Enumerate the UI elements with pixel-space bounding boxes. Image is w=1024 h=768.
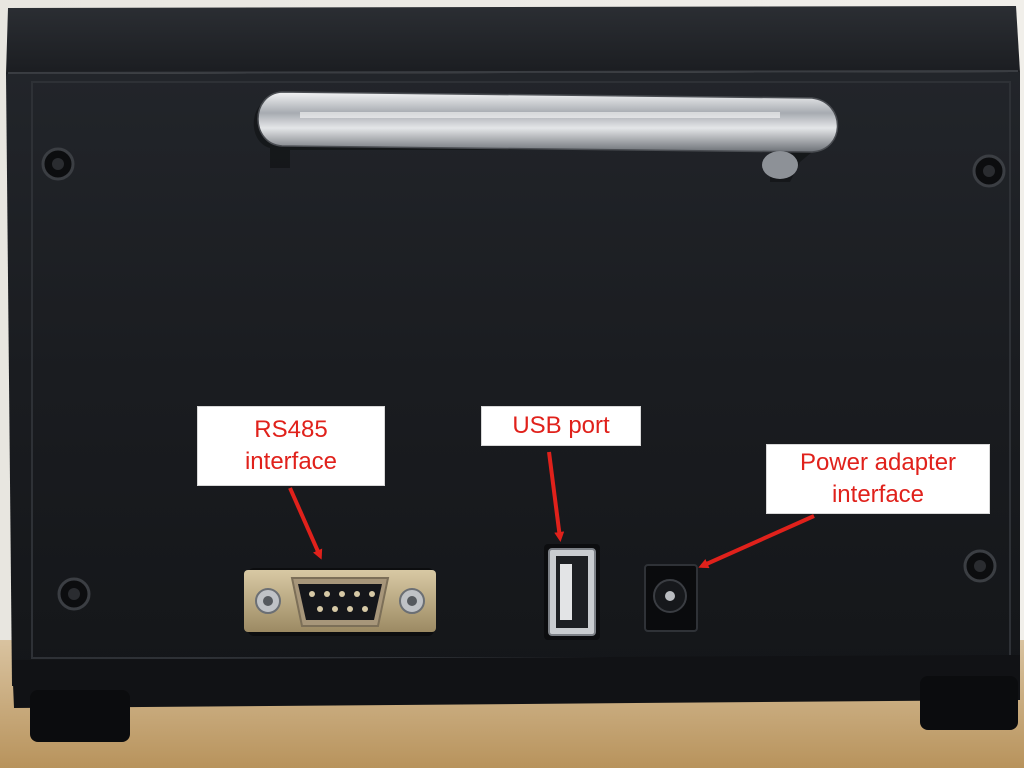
usb-label-line1: USB port bbox=[512, 412, 610, 439]
rs485-arrow bbox=[288, 487, 323, 560]
usb-a-port-icon bbox=[544, 544, 600, 640]
rs485-label-line1: RS485 bbox=[254, 416, 328, 443]
screw-icon bbox=[41, 147, 75, 181]
db9-serial-connector-icon bbox=[244, 568, 436, 636]
enclosure-top bbox=[6, 6, 1020, 74]
usb-arrow bbox=[547, 451, 565, 542]
screw-icon bbox=[972, 154, 1006, 188]
power-label-line1: Power adapter bbox=[799, 449, 957, 476]
foot-left bbox=[30, 690, 130, 742]
usb-port-label: USB port bbox=[481, 406, 641, 446]
foot-right bbox=[920, 676, 1018, 730]
power-label-line2: interface bbox=[831, 481, 925, 508]
dc-barrel-jack-icon bbox=[644, 564, 698, 632]
power-adapter-interface-label: Power adapter interface bbox=[766, 444, 990, 514]
rs485-label-line2: interface bbox=[244, 448, 338, 475]
chrome-handle bbox=[253, 91, 839, 182]
screw-icon bbox=[57, 577, 91, 611]
rs485-interface-label: RS485 interface bbox=[197, 406, 385, 486]
power-arrow bbox=[698, 514, 815, 569]
screw-icon bbox=[963, 549, 997, 583]
enclosure-base bbox=[12, 655, 1020, 708]
rear-panel bbox=[6, 72, 1020, 686]
